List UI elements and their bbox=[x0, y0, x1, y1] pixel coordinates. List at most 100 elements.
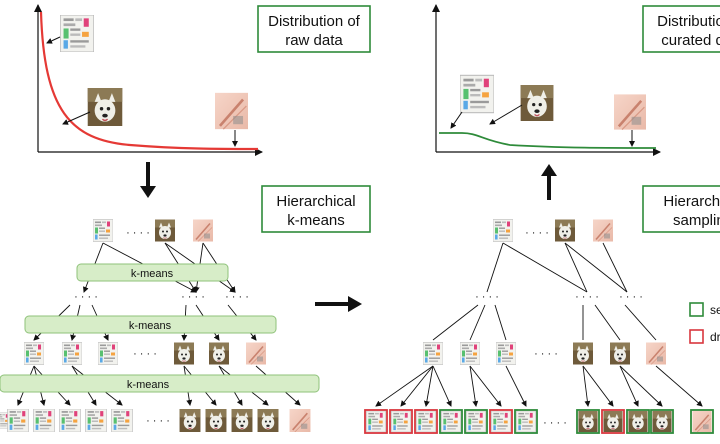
sampling-bottom-link bbox=[655, 365, 703, 407]
dropped-sample-frame bbox=[364, 409, 388, 434]
raw-distribution-title-line2: raw data bbox=[285, 32, 343, 49]
dog-photo-thumbnail-icon bbox=[86, 88, 124, 126]
kmeans-band-top-label: k-means bbox=[131, 268, 174, 280]
sampling-mid-link bbox=[494, 304, 507, 341]
hierarchical-sampling-title-line2: sampling bbox=[673, 212, 720, 229]
sampling-bottom-link bbox=[400, 365, 434, 407]
hierarchical-kmeans-title-line1: Hierarchical bbox=[276, 193, 355, 210]
dropped-sample-frame bbox=[414, 409, 438, 434]
dog-photo-thumbnail-icon bbox=[573, 342, 593, 365]
document-thumbnail-icon bbox=[516, 411, 536, 432]
pink-photo-thumbnail-icon bbox=[646, 342, 666, 365]
selected-sample-frame bbox=[650, 409, 674, 434]
kmeans-band-mid bbox=[24, 315, 277, 334]
sampling-bottom-link bbox=[469, 365, 479, 407]
document-thumbnail-icon bbox=[391, 411, 411, 432]
dog-photo-thumbnail-icon bbox=[205, 409, 227, 432]
dog-photo-thumbnail-icon bbox=[628, 411, 648, 432]
selected-sample-frame bbox=[690, 409, 714, 434]
dog-photo-thumbnail-icon bbox=[578, 411, 598, 432]
selected-sample-frame bbox=[439, 409, 463, 434]
sampling-mid-ellipsis-3: · · · · bbox=[619, 291, 643, 303]
sampling-bottom-ellipsis: · · · · bbox=[543, 417, 567, 429]
dog-photo-thumbnail-icon bbox=[610, 342, 630, 365]
dog-photo-thumbnail-icon bbox=[209, 342, 229, 365]
dog-photo-thumbnail-icon bbox=[652, 411, 672, 432]
document-thumbnail-icon bbox=[60, 15, 94, 52]
hierarchical-kmeans-box bbox=[261, 185, 371, 233]
kmeans-mid-ellipsis-1: · · · · bbox=[74, 291, 98, 303]
sampling-top-ellipsis: · · · · bbox=[525, 227, 549, 239]
document-thumbnail-icon bbox=[33, 409, 55, 432]
kmeans-bottom-ellipsis: · · · · bbox=[146, 415, 170, 427]
kmeans-level3-ellipsis: · · · · bbox=[133, 348, 157, 360]
document-thumbnail-icon bbox=[491, 411, 511, 432]
pink-photo-thumbnail-icon bbox=[614, 94, 646, 130]
dropped-sample-frame bbox=[601, 409, 625, 434]
dog-photo-thumbnail-icon bbox=[179, 409, 201, 432]
kmeans-band-bottom bbox=[0, 374, 320, 393]
document-thumbnail-icon bbox=[85, 409, 107, 432]
document-thumbnail-icon bbox=[466, 411, 486, 432]
legend-dropped-label: dropped bbox=[710, 330, 720, 344]
kmeans-to-sampling-arrow-head bbox=[348, 296, 362, 312]
sampling-bottom-link bbox=[432, 365, 452, 407]
dog-photo-thumbnail-icon bbox=[555, 219, 575, 242]
document-thumbnail-icon bbox=[460, 342, 480, 365]
raw-distribution-curve bbox=[39, 11, 259, 151]
sampling-mid-link bbox=[624, 304, 657, 341]
dog-photo-thumbnail-icon bbox=[155, 219, 175, 242]
kmeans-mid-ellipsis-2: · · · · bbox=[181, 291, 205, 303]
sampling-top-link bbox=[502, 242, 588, 293]
raw-distribution-box bbox=[257, 5, 371, 53]
document-thumbnail-icon bbox=[366, 411, 386, 432]
document-thumbnail-icon bbox=[59, 409, 81, 432]
dropped-sample-frame bbox=[489, 409, 513, 434]
sampling-bottom-link bbox=[582, 365, 591, 407]
kmeans-band-top bbox=[76, 263, 229, 282]
selected-sample-frame bbox=[576, 409, 600, 434]
document-thumbnail-icon bbox=[423, 342, 443, 365]
raw-dog-pointer-arrow bbox=[62, 111, 91, 125]
legend-selected-swatch bbox=[689, 302, 704, 317]
document-thumbnail-icon bbox=[111, 409, 133, 432]
sampling-bottom-link bbox=[423, 365, 434, 407]
sampling-bottom-link bbox=[582, 365, 614, 407]
dog-photo-thumbnail-icon bbox=[603, 411, 623, 432]
sampling-bottom-link bbox=[375, 365, 434, 407]
kmeans-band-mid-label: k-means bbox=[129, 320, 172, 332]
document-thumbnail-icon bbox=[98, 342, 118, 365]
legend-dropped-swatch bbox=[689, 329, 704, 344]
sampling-mid-ellipsis-1: · · · · bbox=[475, 291, 499, 303]
curated-dog-pointer-arrow bbox=[489, 104, 523, 125]
sampling-bottom-link bbox=[619, 365, 639, 407]
sampling-top-link bbox=[602, 242, 628, 293]
dog-photo-thumbnail-icon bbox=[519, 85, 555, 121]
sampling-bottom-link bbox=[469, 365, 502, 407]
document-thumbnail-icon bbox=[460, 74, 494, 114]
sampling-bottom-link bbox=[505, 365, 527, 407]
hierarchical-sampling-box bbox=[642, 185, 720, 233]
sampling-mid-ellipsis-2: · · · · bbox=[575, 291, 599, 303]
curated-distribution-title-line2: curated data bbox=[661, 32, 720, 49]
document-thumbnail-icon bbox=[493, 219, 513, 242]
curated-distribution-box bbox=[642, 5, 720, 53]
pink-photo-thumbnail-icon bbox=[193, 219, 213, 242]
curated-distribution-curve bbox=[439, 132, 657, 149]
document-thumbnail-icon bbox=[7, 409, 29, 432]
dropped-sample-frame bbox=[389, 409, 413, 434]
document-thumbnail-icon bbox=[62, 342, 82, 365]
kmeans-mid-ellipsis-3: · · · · bbox=[225, 291, 249, 303]
document-thumbnail-icon bbox=[93, 219, 113, 242]
pink-photo-thumbnail-icon bbox=[692, 411, 712, 432]
dog-photo-thumbnail-icon bbox=[174, 342, 194, 365]
selected-sample-frame bbox=[626, 409, 650, 434]
sampling-bottom-link bbox=[619, 365, 663, 407]
selected-sample-frame bbox=[464, 409, 488, 434]
document-thumbnail-icon bbox=[441, 411, 461, 432]
sampling-to-curated-arrow-head bbox=[541, 164, 557, 176]
curated-doc-pointer-arrow bbox=[450, 111, 463, 129]
raw-distribution-title-line1: Distribution of bbox=[268, 13, 361, 30]
